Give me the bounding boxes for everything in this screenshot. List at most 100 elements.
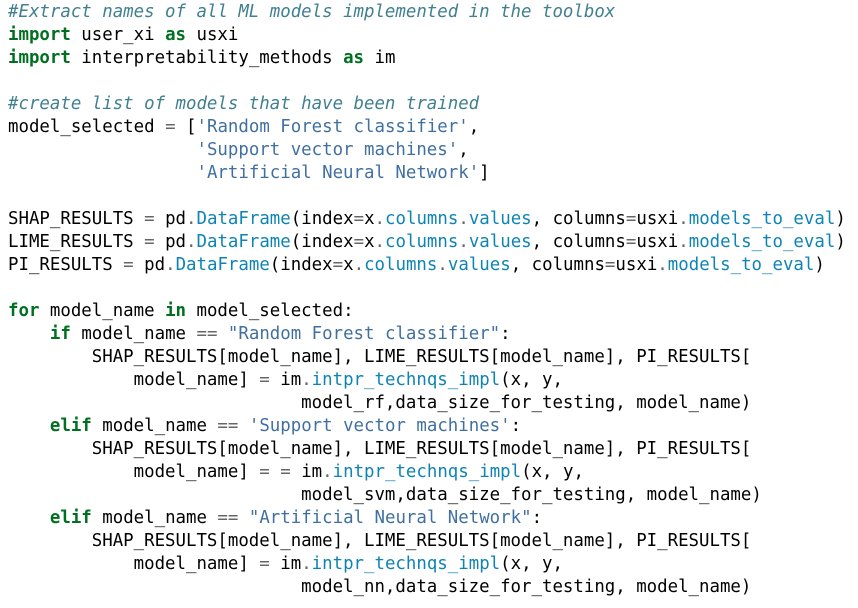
code-token [8, 324, 50, 344]
code-line: model_svm,data_size_for_testing, model_n… [8, 484, 858, 507]
code-token: ] [479, 163, 490, 183]
code-line: elif model_name == "Artificial Neural Ne… [8, 507, 858, 530]
code-token [8, 163, 196, 183]
code-token: model_name [70, 324, 197, 344]
keyword-token: for [8, 301, 40, 321]
code-token: (x, y, [521, 462, 584, 482]
operator-token: == [196, 324, 218, 344]
operator-token: == [217, 508, 239, 528]
code-line: model_nn,data_size_for_testing, model_na… [8, 576, 858, 599]
code-token: : [531, 508, 543, 528]
code-token: LIME_RESULTS [8, 232, 145, 252]
string-token: "Random Forest classifier" [227, 324, 501, 344]
code-token: x [364, 209, 375, 229]
string-token: 'Artificial Neural Network' [196, 163, 480, 183]
code-token [8, 416, 50, 436]
code-line: SHAP_RESULTS = pd.DataFrame(index=x.colu… [8, 208, 858, 231]
operator-token: == [217, 416, 239, 436]
operator-token: . [301, 370, 312, 390]
code-token: , [468, 117, 480, 137]
attribute-token: values [468, 232, 532, 252]
operator-token: . [678, 209, 689, 229]
operator-token: . [186, 232, 197, 252]
code-token: SHAP_RESULTS[model_name], LIME_RESULTS[m… [8, 439, 752, 459]
operator-token: . [374, 209, 386, 229]
code-token: im [290, 462, 323, 482]
code-token [8, 140, 196, 160]
attribute-token: models_to_eval [688, 209, 836, 229]
code-line: model_name] = im.intpr_technqs_impl(x, y… [8, 369, 858, 392]
operator-token: . [186, 209, 197, 229]
code-token: SHAP_RESULTS[model_name], LIME_RESULTS[m… [8, 531, 752, 551]
code-token: (index [269, 255, 333, 275]
code-token: usxi [636, 209, 679, 229]
keyword-token: as [343, 48, 365, 68]
string-token: "Artificial Neural Network" [248, 508, 532, 528]
operator-token: = [625, 209, 637, 229]
code-token: (index [290, 209, 354, 229]
attribute-token: DataFrame [196, 232, 291, 252]
code-token: , [458, 140, 469, 160]
code-token: usxi [636, 232, 679, 252]
code-token: im [364, 48, 396, 68]
code-token: pd [154, 232, 187, 252]
code-line: model_selected = ['Random Forest classif… [8, 116, 858, 139]
code-token: SHAP_RESULTS[model_name], LIME_RESULTS[m… [8, 347, 752, 367]
comment-token: #Extract names of all ML models implemen… [8, 2, 616, 22]
code-token: model_name [91, 416, 218, 436]
string-token: 'Support vector machines' [196, 140, 459, 160]
attribute-token: DataFrame [175, 255, 270, 275]
operator-token: . [322, 462, 333, 482]
code-token: model_rf,data_size_for_testing, model_na… [8, 393, 752, 413]
code-token: x [343, 255, 354, 275]
attribute-token: intpr_technqs_impl [332, 462, 522, 482]
code-token: PI_RESULTS [8, 255, 124, 275]
code-token [238, 508, 248, 528]
operator-token: = [625, 232, 637, 252]
code-token [8, 508, 50, 528]
code-token [217, 324, 227, 344]
code-line: SHAP_RESULTS[model_name], LIME_RESULTS[m… [8, 530, 858, 553]
code-token: , columns [531, 209, 626, 229]
code-token: [ [175, 117, 197, 137]
operator-token: = [165, 117, 176, 137]
comment-token: #create list of models that have been tr… [8, 94, 480, 114]
code-line: import user_xi as usxi [8, 24, 858, 47]
code-token: (x, y, [500, 554, 563, 574]
code-line: for model_name in model_selected: [8, 300, 858, 323]
code-line: 'Support vector machines', [8, 139, 858, 162]
code-line: model_name] = im.intpr_technqs_impl(x, y… [8, 553, 858, 576]
code-token: x [364, 232, 375, 252]
attribute-token: intpr_technqs_impl [311, 370, 501, 390]
code-token: model_svm,data_size_for_testing, model_n… [8, 485, 762, 505]
code-token: model_nn,data_size_for_testing, model_na… [8, 577, 752, 597]
keyword-token: import [8, 48, 71, 68]
operator-token: = [353, 232, 365, 252]
operator-token: = [332, 255, 344, 275]
operator-token: . [458, 209, 469, 229]
code-token: model_name] [8, 554, 260, 574]
code-token: interpretability_methods [70, 48, 344, 68]
operator-token: . [374, 232, 386, 252]
operator-token: . [165, 255, 176, 275]
keyword-token: import [8, 25, 71, 45]
operator-token: = [259, 462, 270, 482]
operator-token: = [259, 554, 270, 574]
code-token: ) [835, 232, 846, 252]
code-token: model_name] [8, 462, 260, 482]
code-token: : [500, 324, 511, 344]
code-line: elif model_name == 'Support vector machi… [8, 415, 858, 438]
attribute-token: values [447, 255, 511, 275]
code-token: im [269, 370, 302, 390]
code-token: pd [133, 255, 166, 275]
attribute-token: values [468, 209, 532, 229]
attribute-token: columns [364, 255, 438, 275]
code-line [8, 277, 858, 300]
attribute-token: columns [385, 209, 459, 229]
code-token: , columns [531, 232, 626, 252]
code-token: model_name [39, 301, 166, 321]
operator-token: . [657, 255, 668, 275]
code-line [8, 70, 858, 93]
code-line: SHAP_RESULTS[model_name], LIME_RESULTS[m… [8, 438, 858, 461]
